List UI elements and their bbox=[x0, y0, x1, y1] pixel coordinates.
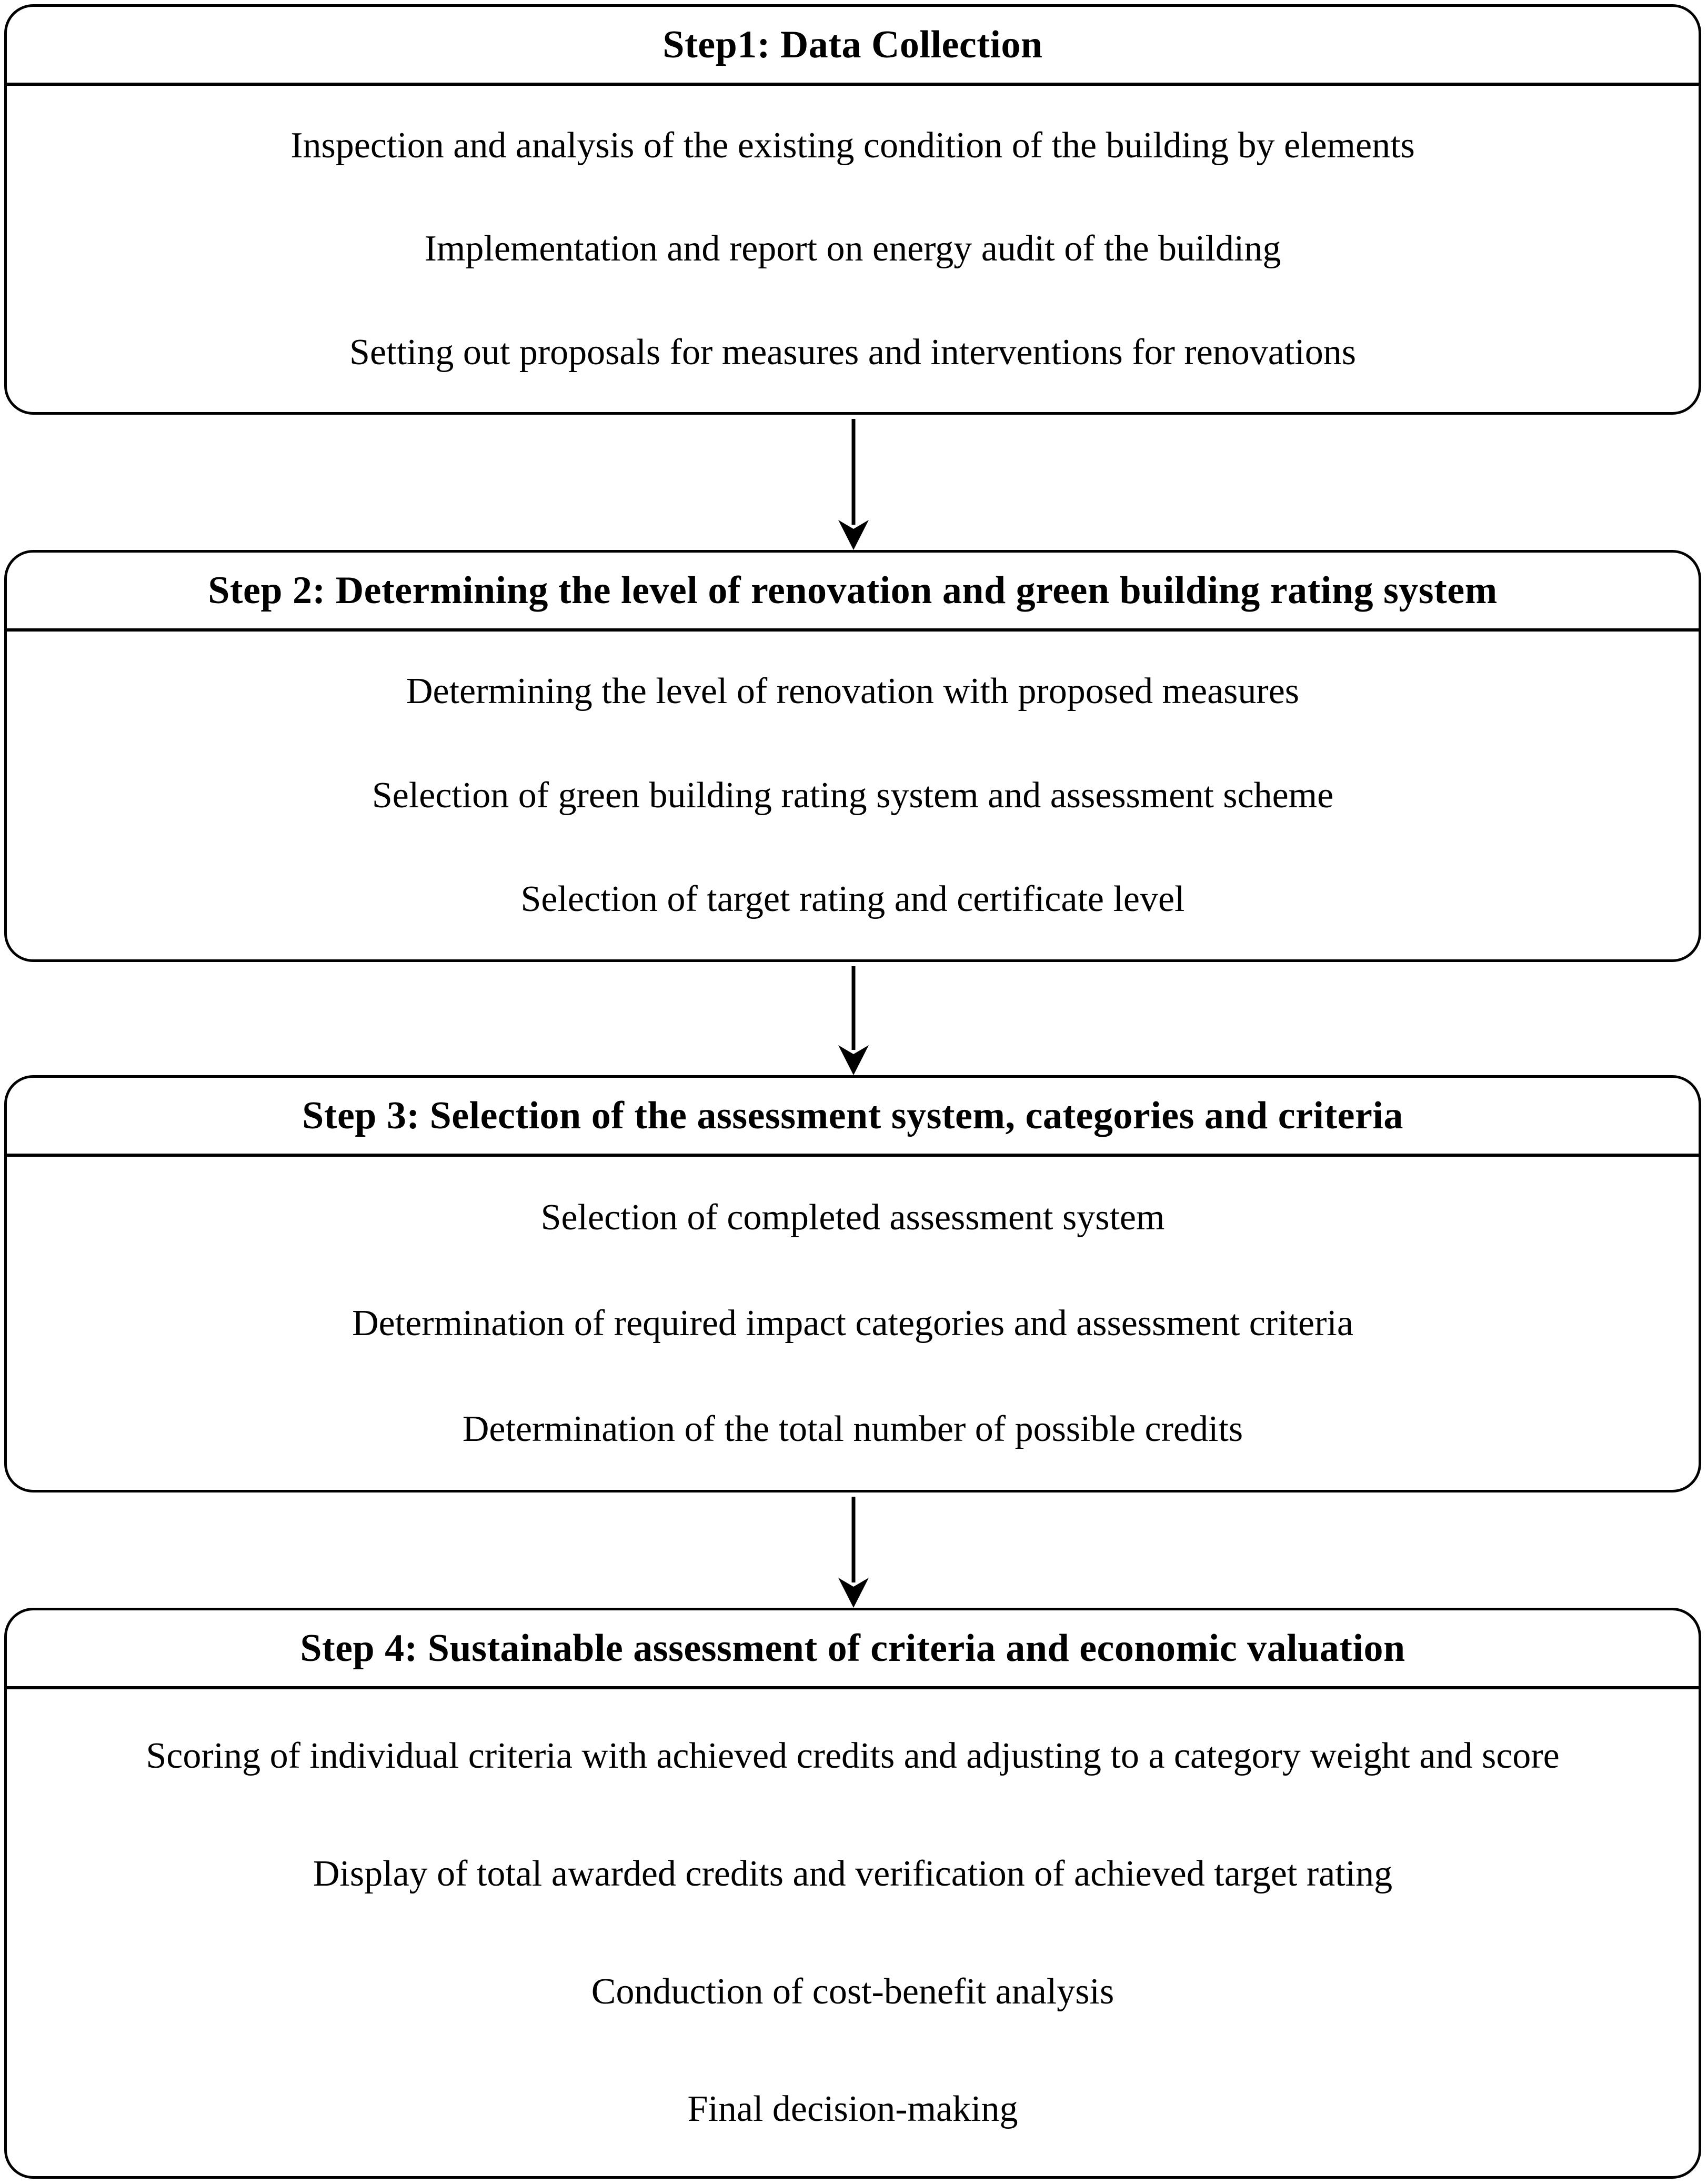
step-1-box: Step1: Data Collection Inspection and an… bbox=[4, 4, 1701, 415]
step-item: Implementation and report on energy audi… bbox=[424, 228, 1281, 269]
step-item: Determining the level of renovation with… bbox=[406, 671, 1300, 712]
step-item: Selection of completed assessment system bbox=[540, 1197, 1165, 1238]
step-2-body: Determining the level of renovation with… bbox=[7, 632, 1699, 959]
step-item: Selection of target rating and certifica… bbox=[520, 879, 1185, 920]
step-item: Final decision-making bbox=[687, 2089, 1018, 2130]
step-4-box: Step 4: Sustainable assessment of criter… bbox=[4, 1608, 1701, 2179]
step-item: Inspection and analysis of the existing … bbox=[290, 125, 1415, 166]
step-item: Setting out proposals for measures and i… bbox=[349, 332, 1356, 373]
step-item: Conduction of cost-benefit analysis bbox=[591, 1971, 1114, 2012]
step-item: Selection of green building rating syste… bbox=[371, 775, 1334, 816]
step-1-body: Inspection and analysis of the existing … bbox=[7, 86, 1699, 412]
arrow-head bbox=[838, 1578, 869, 1608]
step-item: Determination of the total number of pos… bbox=[462, 1408, 1243, 1449]
step-3-body: Selection of completed assessment system… bbox=[7, 1157, 1699, 1490]
step-4-body: Scoring of individual criteria with achi… bbox=[7, 1689, 1699, 2176]
step-3-box: Step 3: Selection of the assessment syst… bbox=[4, 1075, 1701, 1492]
down-arrow-icon bbox=[838, 966, 869, 1075]
down-arrow-icon bbox=[838, 1497, 869, 1608]
arrow-head bbox=[838, 520, 869, 550]
step-2-box: Step 2: Determining the level of renovat… bbox=[4, 550, 1701, 962]
step-item: Scoring of individual criteria with achi… bbox=[146, 1736, 1560, 1777]
step-1-title: Step1: Data Collection bbox=[7, 7, 1699, 86]
down-arrow-icon bbox=[838, 419, 869, 550]
step-3-title: Step 3: Selection of the assessment syst… bbox=[7, 1078, 1699, 1157]
step-4-title: Step 4: Sustainable assessment of criter… bbox=[7, 1610, 1699, 1689]
step-2-title: Step 2: Determining the level of renovat… bbox=[7, 553, 1699, 632]
arrow-head bbox=[838, 1045, 869, 1075]
step-item: Determination of required impact categor… bbox=[352, 1303, 1353, 1344]
step-item: Display of total awarded credits and ver… bbox=[313, 1853, 1393, 1894]
